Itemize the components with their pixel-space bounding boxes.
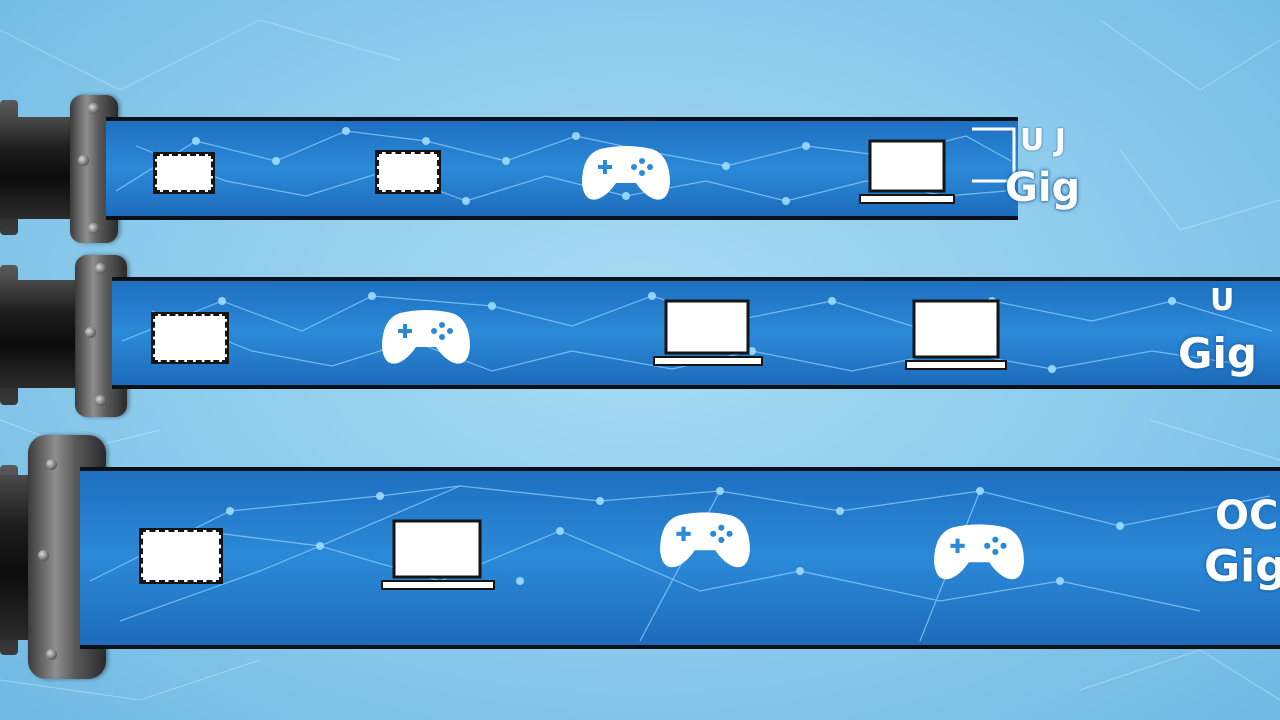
pipe-label-top: U J [1020,123,1066,158]
gamepad-icon [382,310,470,364]
bolt [78,155,89,166]
pipe-label: Gig [1178,329,1257,378]
pipe-2: U Gig [0,255,1280,420]
data-band [106,117,1018,220]
bolt [85,327,96,338]
pipe-label-top: U [1210,283,1235,318]
film-frame-icon [151,312,229,364]
bolt [46,649,57,660]
pipe-label-top: OC [1215,493,1279,539]
gamepad-icon [934,524,1024,580]
pipe-end-bracket-icon [972,127,1016,183]
film-frame-icon [375,150,441,194]
bolt [95,263,106,274]
bolt [38,550,49,561]
bolt [88,223,99,234]
data-band [80,467,1280,649]
pipe-1: U J Gig [0,95,1100,245]
gamepad-icon [582,146,670,200]
data-band [112,277,1280,389]
pipe-label: Gig [1204,541,1280,592]
film-frame-icon [139,528,223,584]
gamepad-icon [660,512,750,568]
bolt [46,459,57,470]
pipe-3: OC Gig [0,435,1280,680]
laptop-icon [653,299,763,366]
bolt [95,395,106,406]
film-frame-icon [153,152,215,194]
laptop-icon [905,299,1007,370]
pipe-label: Gig [1005,165,1081,211]
laptop-icon [381,519,495,590]
laptop-icon [859,139,955,204]
bolt [88,103,99,114]
